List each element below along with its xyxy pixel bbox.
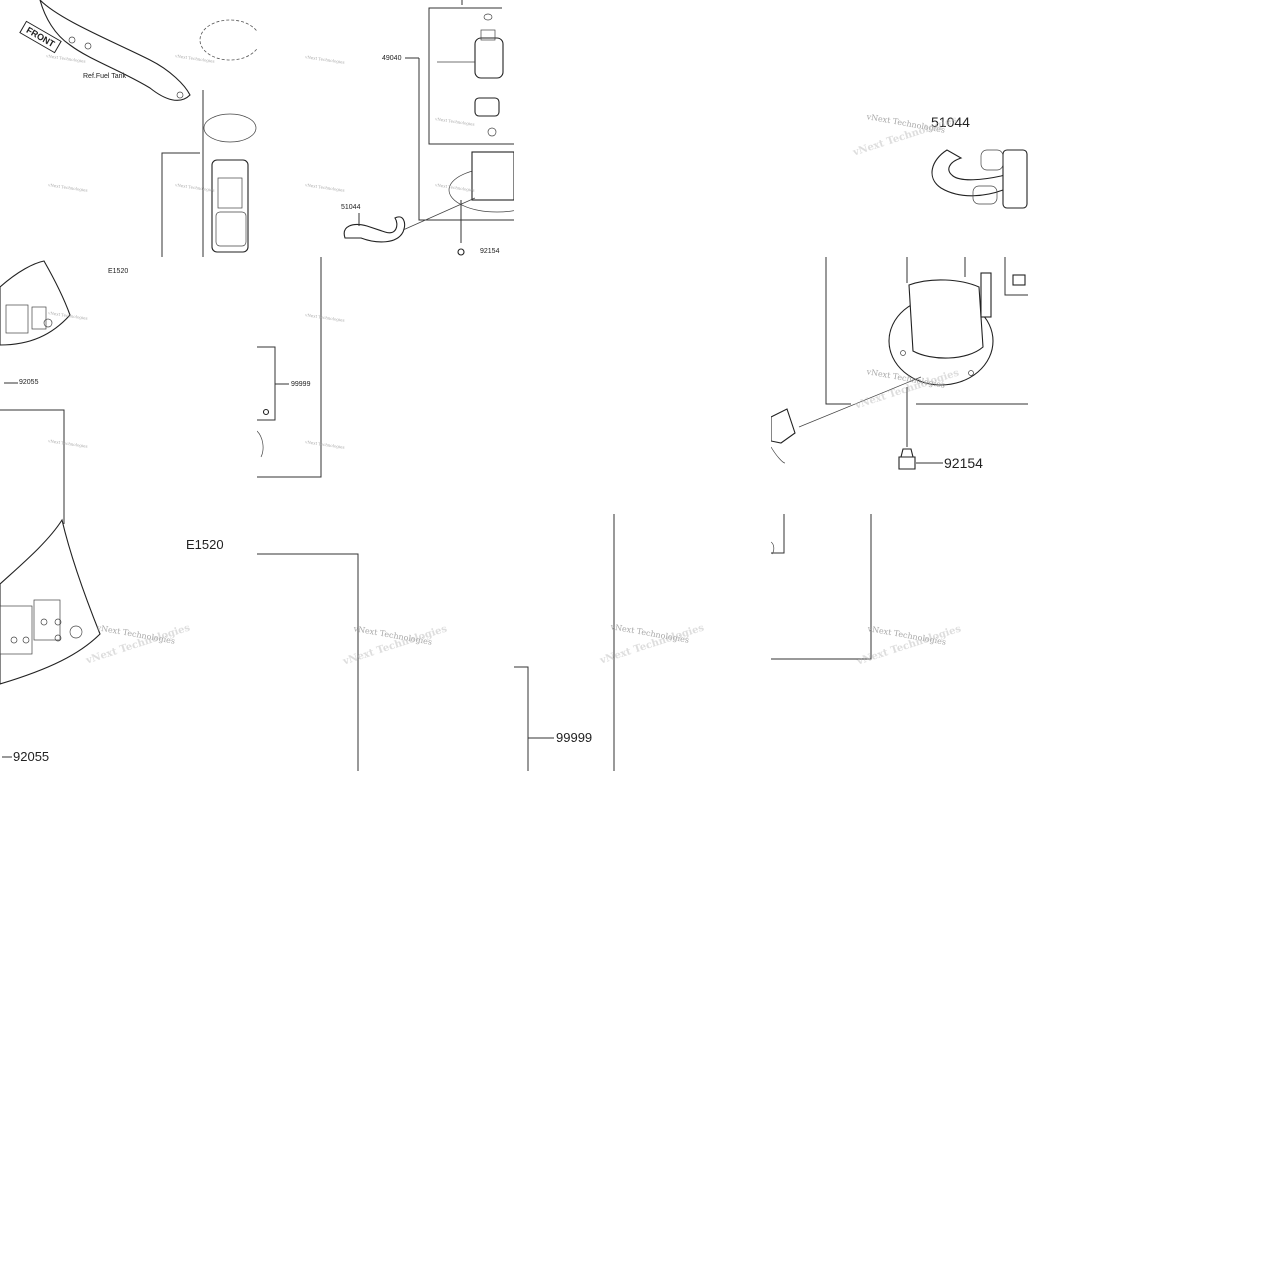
- callout-92154-large: 92154: [944, 455, 983, 471]
- kit-bracket-drawing: [257, 257, 322, 478]
- tile-zoom-bracket: vNext Technologies vNext Technologies: [257, 514, 514, 771]
- tile-zoom-kit: 99999 vNext Technologies vNext Technolog…: [514, 514, 771, 771]
- callout-e1520-large: E1520: [186, 537, 224, 552]
- tile-zoom-pump-base: 92154 vNext Technologies vNext Technolog…: [771, 257, 1028, 514]
- callout-51044-small: 51044: [341, 204, 361, 211]
- ref-fuel-tank-label: Ref.Fuel Tank: [83, 73, 127, 80]
- callout-99999-small: 99999: [291, 381, 311, 388]
- fuel-tank-bracket-drawing: [39, 0, 257, 257]
- rubber-mount-zoom-drawing: [0, 514, 101, 758]
- tile-overview-kit: 99999 vNext Technologies vNext Technolog…: [257, 257, 514, 514]
- tile-overview-pump: 49040 51044 92154 vNext Technologies vNe…: [257, 0, 514, 257]
- callout-49040: 49040: [382, 55, 402, 62]
- callout-99999-large: 99999: [556, 730, 593, 745]
- hose-assy-drawing: [931, 149, 1028, 209]
- tile-overview-mount: E1520 92055 vNext Technologies vNext Tec…: [0, 257, 257, 514]
- callout-92055-large: 92055: [13, 749, 50, 764]
- tile-zoom-mount: E1520 92055 vNext Technologies vNext Tec…: [0, 514, 257, 771]
- callout-e1520-small: E1520: [108, 268, 129, 275]
- callout-92154-small: 92154: [480, 248, 500, 255]
- tile-overview-top: FRONT Ref.Fuel Tank vNext Technologies v…: [0, 0, 257, 257]
- kit-zoom-drawing: [514, 514, 615, 771]
- pump-base-drawing: [771, 257, 1028, 470]
- bracket-zoom-drawing: [257, 553, 359, 771]
- tile-zoom-hose: 51044 vNext Technologies vNext Technolog…: [771, 0, 1028, 257]
- callout-92055-small: 92055: [19, 379, 39, 386]
- rubber-mount-drawing: [0, 260, 71, 514]
- frame-zoom-drawing: [771, 514, 872, 660]
- callout-51044-large: 51044: [931, 114, 970, 130]
- fuel-pump-assy-drawing: [343, 0, 514, 256]
- tile-zoom-frame: vNext Technologies vNext Technologies: [771, 514, 1028, 771]
